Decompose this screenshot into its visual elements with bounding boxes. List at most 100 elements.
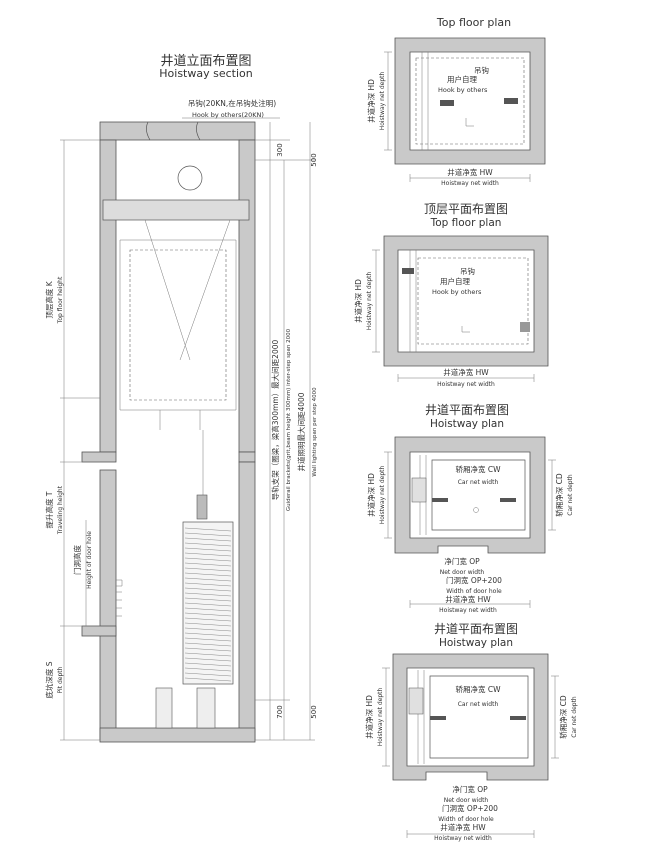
hoistway-section: 井道立面布置图 Hoistway section 吊钩(20KN,在吊钩处注明)…: [44, 54, 318, 743]
plan3-hole-cn: 门洞宽 OP+200: [446, 575, 502, 585]
plan2-title-cn: 顶层平面布置图: [424, 202, 508, 216]
plan4-hole-cn: 门洞宽 OP+200: [442, 803, 498, 813]
dim-500-bottom: 500: [310, 705, 318, 718]
plan4-car: [429, 675, 529, 759]
counterweight-hatch-line: [184, 527, 232, 532]
counterweight-hatch-line: [184, 542, 232, 547]
plan4-bracket-right: [510, 716, 526, 720]
dim-300: 300: [276, 143, 284, 156]
plan3-depth-en: Hoistway net depth: [379, 466, 386, 525]
counterweight-hatch-line: [184, 587, 232, 592]
plan2-width-cn: 井道净宽 HW: [443, 367, 489, 377]
plan3-width-en: Hoistway net width: [439, 607, 497, 614]
suspension-ropes: [144, 219, 231, 361]
plan3-title-cn: 井道平面布置图: [425, 403, 509, 417]
dim-700: 700: [276, 705, 284, 718]
plan1-hook-mark: [465, 118, 474, 127]
plan1-depth-dim: [384, 51, 392, 151]
plan4-width-en: Hoistway net width: [434, 835, 492, 842]
counterweight-hatch-line: [184, 612, 232, 617]
plan1-depth-en: Hoistway net depth: [379, 72, 386, 131]
counterweight-hatch-line: [184, 627, 232, 632]
plan4-door-cn: 净门宽 OP: [452, 784, 488, 794]
plan3-bracket-right: [500, 498, 516, 502]
plan2-width-en: Hoistway net width: [437, 381, 495, 388]
door-hole-marks: [116, 579, 123, 617]
plan2-bracket-left: [402, 268, 414, 274]
plan4-car-depth-dim: [551, 675, 559, 759]
plan3-car: [431, 459, 526, 531]
counterweight-hatch-line: [184, 622, 232, 627]
plan1-width-en: Hoistway net width: [441, 180, 499, 187]
plan4-car-width-cn: 轿厢净宽 CW: [455, 684, 501, 694]
counterweight-hatch-line: [184, 592, 232, 597]
plan3-car-depth-dim: [548, 459, 556, 531]
hoistway-plan-3: 井道平面布置图 Hoistway plan 轿厢净宽 CW Car net wi…: [366, 403, 574, 614]
counterweight-hatch-line: [184, 532, 232, 537]
lighting-note-cn: 井道照明最大间距4000: [296, 392, 306, 471]
plan3-width-cn: 井道净宽 HW: [445, 594, 491, 604]
counterweight-hatch-line: [184, 537, 232, 542]
section-title-cn: 井道立面布置图: [160, 54, 251, 69]
counterweight-hatch-line: [184, 562, 232, 567]
plan4-title-cn: 井道平面布置图: [434, 622, 518, 636]
right-wall-upper: [238, 139, 256, 453]
counterweight: [196, 494, 208, 520]
plan3-car-width-cn: 轿厢净宽 CW: [455, 464, 501, 474]
plan2-hook-cn-2: 用户自理: [440, 276, 470, 286]
bracket-note-cn: 导轨支架（圈梁，梁高300mm）最大间距2000: [270, 340, 280, 501]
counterweight-hatch-line: [184, 582, 232, 587]
counterweight-hatch-line: [184, 632, 232, 637]
right-dimension-ticks: [255, 139, 315, 741]
section-title-en: Hoistway section: [159, 67, 252, 80]
buffer-right: [196, 687, 216, 729]
plan1-bracket-left: [440, 100, 454, 106]
plan3-car-depth-en: Car net depth: [567, 474, 574, 516]
plan3-depth-dim: [384, 451, 392, 539]
counterweight-hatch-line: [184, 607, 232, 612]
plan1-width-cn: 井道净宽 HW: [447, 167, 493, 177]
hoistway-plan-4: 井道平面布置图 Hoistway plan 轿厢净宽 CW Car net wi…: [364, 622, 578, 842]
top-slab: [99, 121, 256, 141]
pit-depth-en: Pit depth: [57, 666, 64, 693]
plan3-door-en: Net door width: [440, 569, 485, 576]
plan1-width-dim: [409, 174, 531, 182]
traction-sheave: [177, 165, 203, 191]
pit-depth-cn: 底坑深度 S: [44, 661, 54, 698]
plan4-title-en: Hoistway plan: [439, 637, 513, 649]
plan2-width-dim: [397, 374, 535, 382]
hook-label-en: Hook by others(20KN): [192, 111, 264, 119]
counterweight-hatch-line: [184, 672, 232, 677]
counterweight-hatch-line: [184, 552, 232, 557]
counterweight-hatch-line: [184, 602, 232, 607]
plan3-bracket-left: [432, 498, 448, 502]
plan4-hole-en: Width of door hole: [438, 816, 494, 823]
plan4-door-en: Net door width: [444, 797, 489, 804]
plan4-rails: [417, 670, 425, 764]
plan2-rails: [409, 250, 417, 352]
counterweight-hatch-line: [184, 647, 232, 652]
plan2-hook-cn-1: 吊钩: [460, 266, 475, 276]
plan4-bracket-left: [430, 716, 446, 720]
hook-label-cn: 吊钩(20KN,在吊钩处注明): [188, 98, 276, 108]
counterweight-hatch-line: [184, 662, 232, 667]
counterweight-hatch-line: [184, 677, 232, 682]
plan1-depth-cn: 井道净深 HD: [366, 79, 376, 123]
plan1-rails: [421, 52, 429, 150]
travel-height-en: Traveling height: [57, 485, 64, 535]
plan1-hook-cn-2: 用户自理: [447, 74, 477, 84]
counterweight-hatch-line: [184, 557, 232, 562]
top-floor-height-cn: 顶层高度 K: [44, 280, 54, 318]
lighting-note-en: Wall lighting span per step 4000: [312, 387, 318, 477]
door-height-en: Height of door hole: [86, 531, 93, 589]
plan2-bracket-right: [520, 322, 530, 332]
right-wall-lower: [238, 461, 256, 741]
left-dimension-ticks: [60, 139, 100, 741]
plan4-depth-en: Hoistway net depth: [377, 688, 384, 747]
plan1-title-en: Top floor plan: [436, 16, 511, 29]
left-wall-upper: [99, 139, 117, 453]
counterweight-hatch-line: [184, 657, 232, 662]
plan1-bracket-right: [504, 98, 518, 104]
door-height-cn: 门洞高度: [72, 545, 82, 575]
